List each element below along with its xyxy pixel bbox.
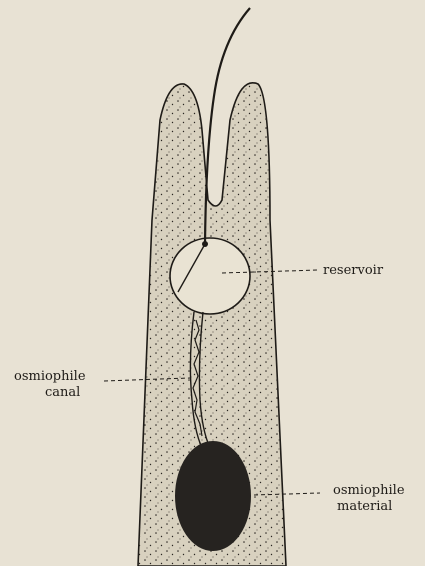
canal-label-line1: osmiophile [14, 369, 86, 384]
reservoir-label: reservoir [323, 263, 384, 278]
reservoir [170, 238, 250, 314]
material-label-line1: osmiophile [333, 483, 405, 498]
canal-label-line2: canal [45, 385, 80, 400]
osmiophile-material [175, 441, 251, 551]
material-label-line2: material [337, 499, 392, 514]
